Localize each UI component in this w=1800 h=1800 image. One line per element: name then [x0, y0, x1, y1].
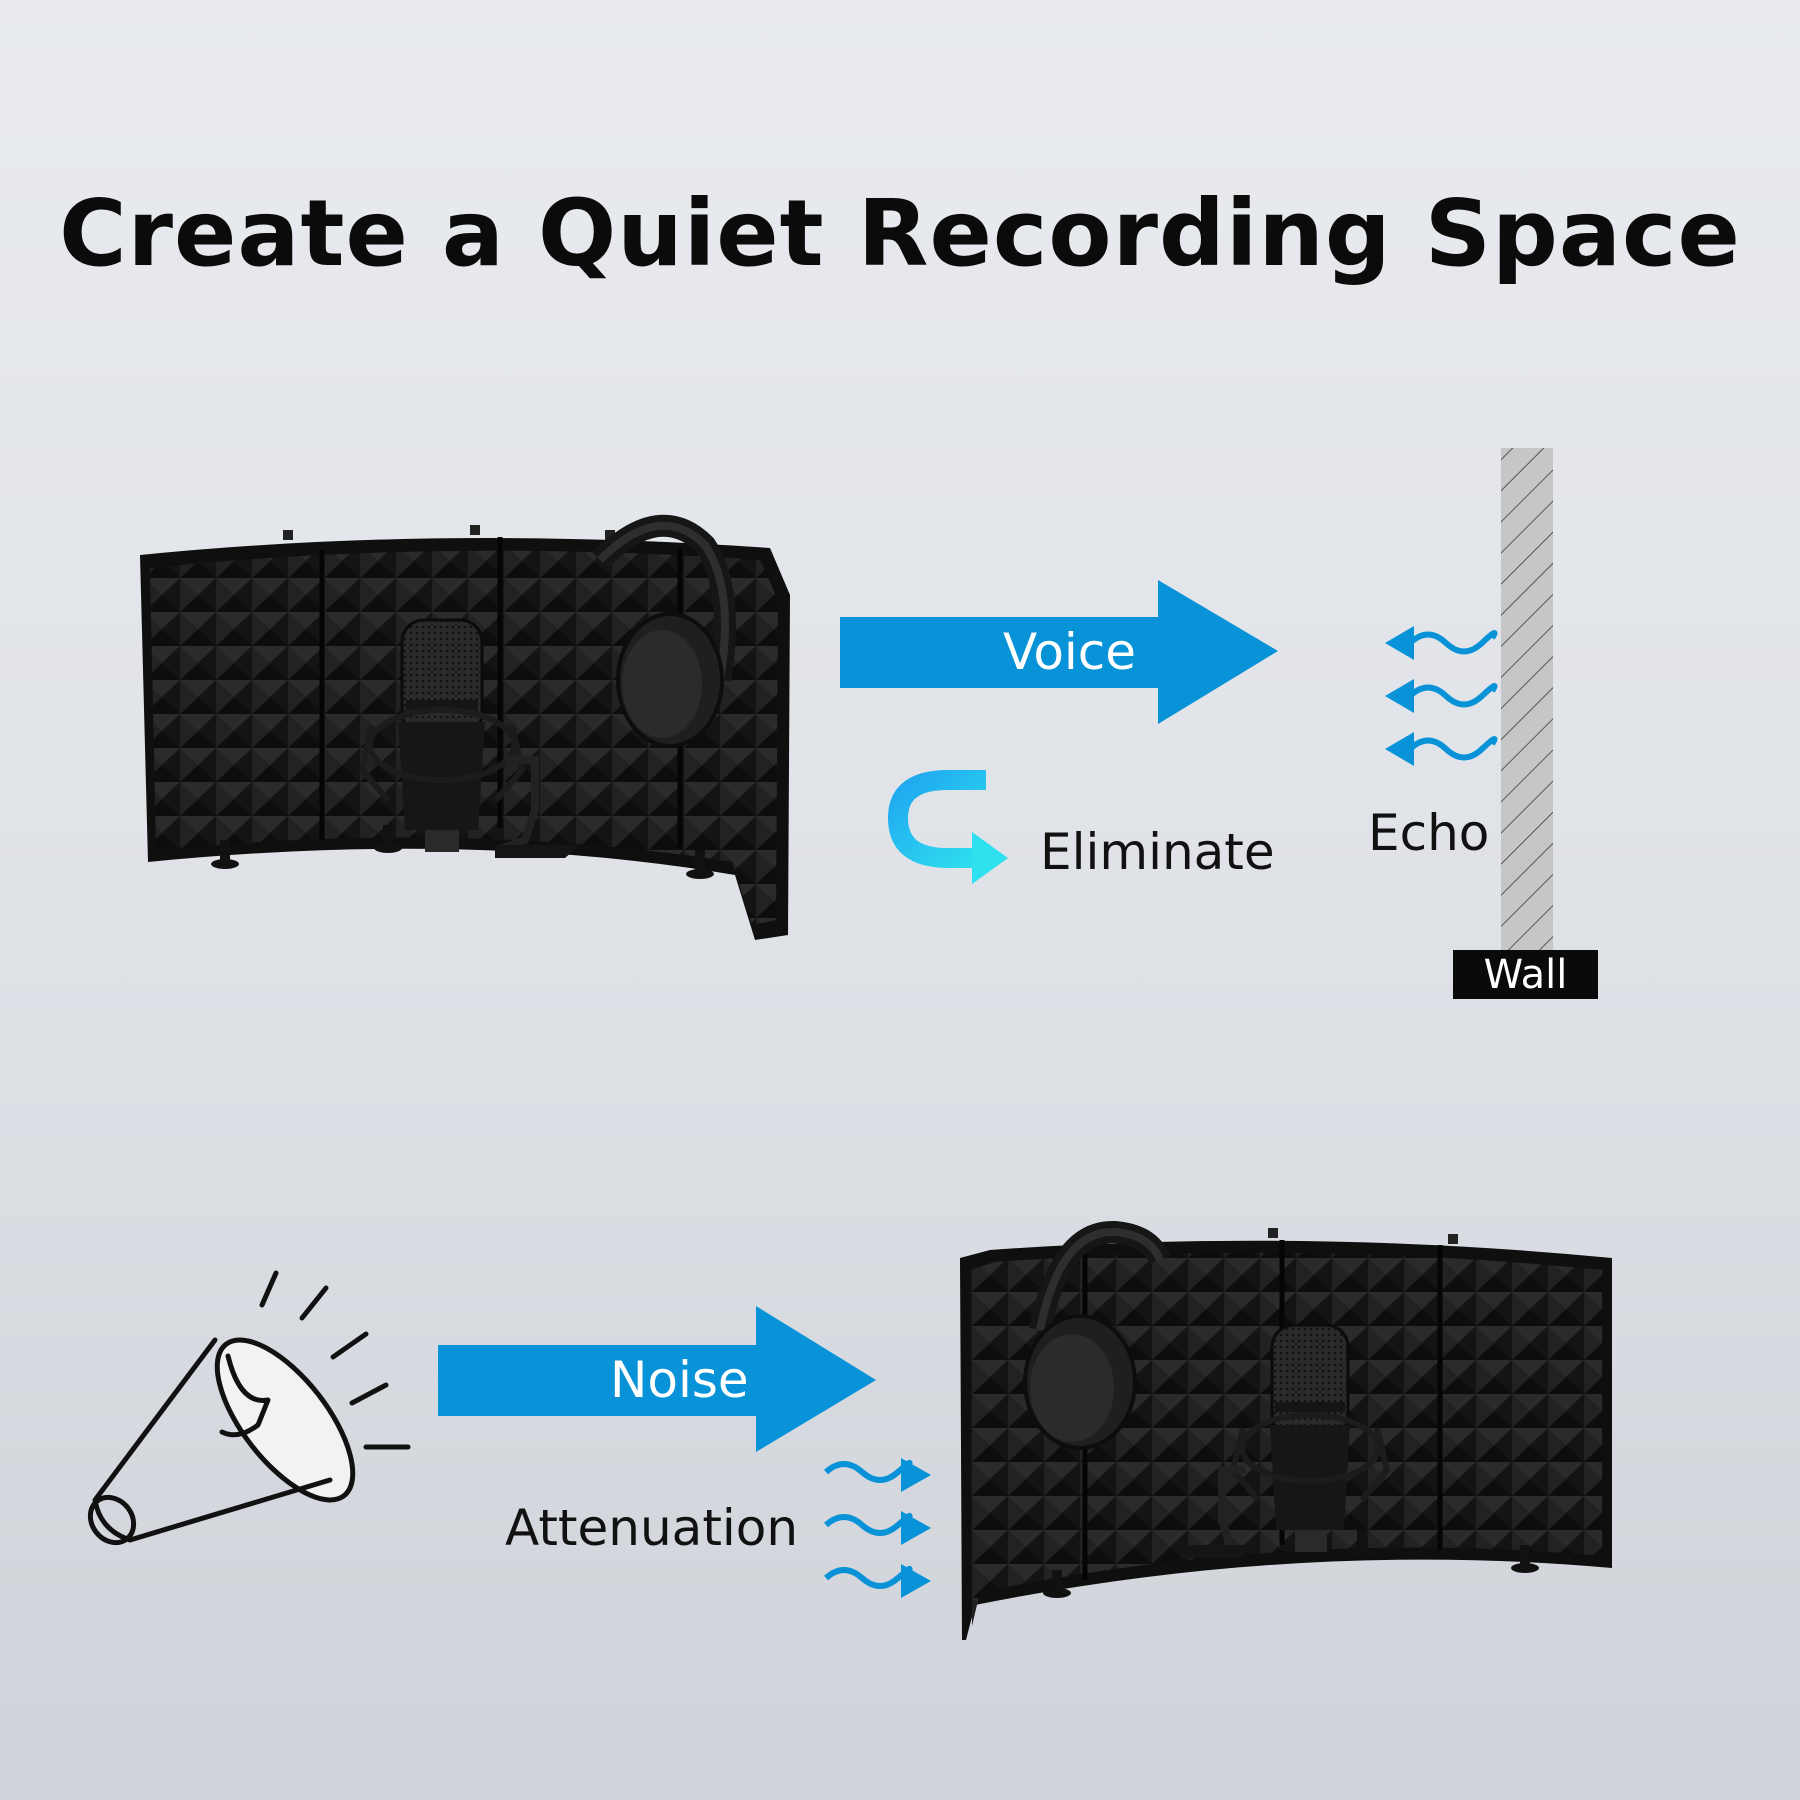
- attenuation-label: Attenuation: [505, 1499, 799, 1557]
- microphone-icon-bottom: [1180, 1323, 1391, 1558]
- microphone-icon: [358, 618, 580, 858]
- wall: [1501, 448, 1553, 950]
- noise-arrow: [438, 1306, 876, 1452]
- voice-arrow: [840, 580, 1278, 724]
- echo-label: Echo: [1368, 804, 1490, 862]
- voice-label: Voice: [1003, 623, 1137, 681]
- sound-wave-icon: [1385, 626, 1498, 766]
- megaphone-icon: [87, 1270, 411, 1546]
- page-title: Create a Quiet Recording Space: [59, 180, 1741, 287]
- u-turn-arrow-icon: [887, 770, 1008, 884]
- headphones-icon: [592, 514, 736, 748]
- attenuation-wave-icon: [824, 1458, 931, 1598]
- headphones-icon-bottom: [1023, 1221, 1171, 1450]
- noise-label: Noise: [610, 1351, 749, 1409]
- eliminate-label: Eliminate: [1040, 823, 1275, 881]
- wall-label: Wall: [1453, 950, 1598, 999]
